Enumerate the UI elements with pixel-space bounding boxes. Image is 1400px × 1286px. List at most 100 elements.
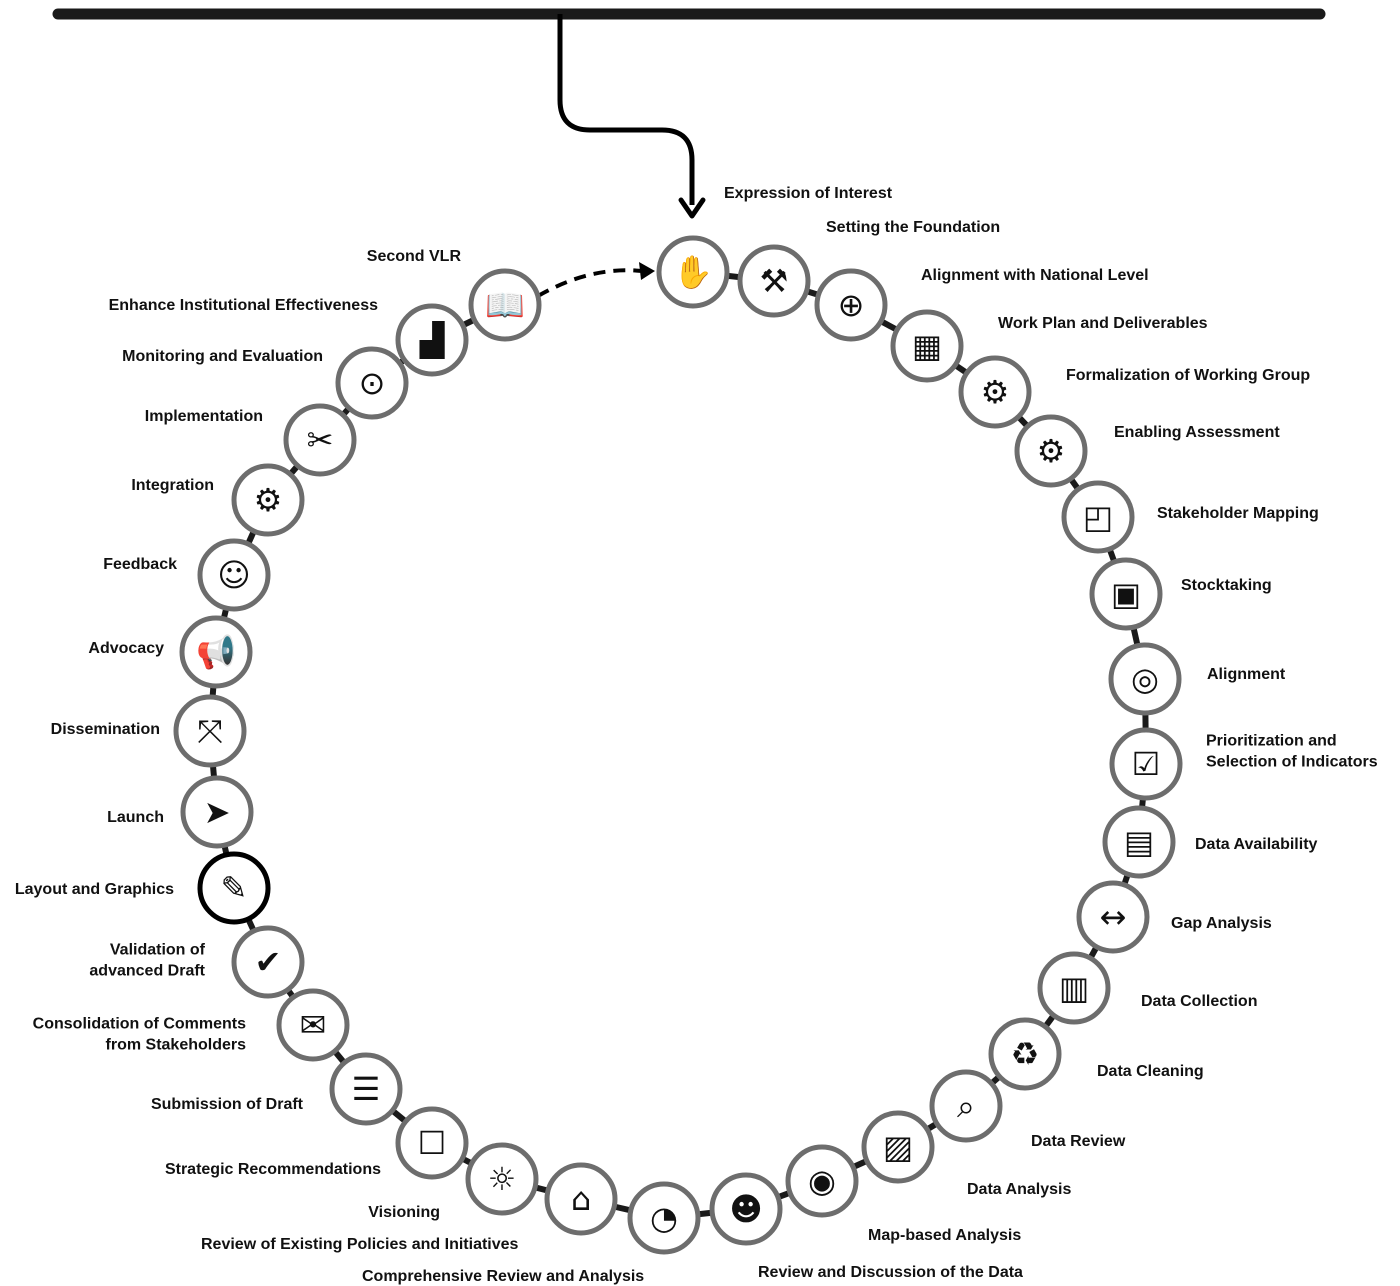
step-label: Work Plan and Deliverables bbox=[998, 315, 1208, 332]
step-ring bbox=[709, 1172, 783, 1246]
step-ring bbox=[1108, 642, 1182, 716]
report-pie-icon: ◔ bbox=[650, 1199, 678, 1237]
step-ring bbox=[814, 268, 888, 342]
step-ring bbox=[173, 694, 247, 768]
step-label: Layout and Graphics bbox=[15, 881, 174, 898]
step-ring bbox=[395, 1106, 469, 1180]
step-label: Consolidation of Comments bbox=[33, 1016, 246, 1033]
chart-broadcast-icon: ⤧ bbox=[197, 712, 223, 750]
check-bubble-icon: ✔ bbox=[255, 943, 282, 981]
step-label: Stocktaking bbox=[1181, 577, 1272, 594]
step-label: Data Analysis bbox=[967, 1181, 1071, 1198]
step-label: Submission of Draft bbox=[151, 1096, 304, 1113]
step-ring bbox=[737, 244, 811, 318]
trowel-bricks-icon: ⚒ bbox=[760, 262, 789, 300]
step-node: ☑ bbox=[1109, 727, 1183, 801]
step-ring bbox=[656, 235, 730, 309]
step-node: ☐ bbox=[395, 1106, 469, 1180]
step-node: ▥ bbox=[1037, 951, 1111, 1025]
step-node: ✂ bbox=[283, 403, 357, 477]
team-gear-icon: ⚙ bbox=[981, 373, 1010, 411]
step-label: Gap Analysis bbox=[1171, 915, 1272, 932]
step-ring bbox=[465, 1142, 539, 1216]
step-node: ◰ bbox=[1061, 480, 1135, 554]
step-label: Alignment bbox=[1207, 666, 1286, 683]
step-ring bbox=[1076, 880, 1150, 954]
step-node: ⚙ bbox=[1014, 414, 1088, 488]
step-node: ◎ bbox=[1108, 642, 1182, 716]
step-ring bbox=[861, 1110, 935, 1184]
arrows-gap-icon: ↔ bbox=[1100, 898, 1127, 936]
eye-sunburst-icon: ☼ bbox=[488, 1160, 517, 1198]
step-ring bbox=[395, 303, 469, 377]
step-node: ⌂ bbox=[544, 1162, 618, 1236]
step-node: ⚙ bbox=[958, 355, 1032, 429]
step-label: Expression of Interest bbox=[724, 185, 893, 202]
hand-box-icon: ☐ bbox=[418, 1124, 447, 1162]
step-label: Second VLR bbox=[367, 248, 462, 265]
monitor-chart-icon: ▨ bbox=[883, 1128, 913, 1166]
step-node: ☻ bbox=[709, 1172, 783, 1246]
step-node: ⌕ bbox=[929, 1069, 1003, 1143]
step-ring bbox=[1089, 557, 1163, 631]
step-node: ✔ bbox=[231, 925, 305, 999]
step-ring bbox=[785, 1144, 859, 1218]
step-label: Data Collection bbox=[1141, 993, 1257, 1010]
step-label: Feedback bbox=[103, 556, 177, 573]
step-label: Strategic Recommendations bbox=[165, 1161, 381, 1178]
step-ring bbox=[276, 988, 350, 1062]
step-label: Monitoring and Evaluation bbox=[122, 348, 323, 365]
step-label: Visioning bbox=[368, 1204, 440, 1221]
government-building-icon: ⌂ bbox=[571, 1180, 591, 1218]
step-ring bbox=[544, 1162, 618, 1236]
step-ring bbox=[1014, 414, 1088, 488]
step-label: Enabling Assessment bbox=[1114, 424, 1280, 441]
step-node: ▣ bbox=[1089, 557, 1163, 631]
feedback-faces-icon: ☺ bbox=[217, 556, 250, 594]
step-ring bbox=[958, 355, 1032, 429]
paper-plane-icon: ➤ bbox=[204, 793, 231, 831]
step-node: ▟ bbox=[395, 303, 469, 377]
step-ring bbox=[1109, 727, 1183, 801]
step-label: Prioritization and bbox=[1206, 733, 1337, 750]
trash-broom-icon: ♻ bbox=[1011, 1035, 1040, 1073]
step-ring bbox=[1102, 805, 1176, 879]
step-label: Data Review bbox=[1031, 1133, 1126, 1150]
step-label: Alignment with National Level bbox=[921, 267, 1149, 284]
open-book-icon: 📖 bbox=[485, 286, 525, 324]
step-label: Setting the Foundation bbox=[826, 219, 1000, 236]
spreadsheet-icon: ▤ bbox=[1124, 823, 1154, 861]
map-route-icon: ◰ bbox=[1083, 498, 1113, 536]
step-ring bbox=[988, 1017, 1062, 1091]
calendar-icon: ▦ bbox=[912, 327, 942, 365]
step-node: ▦ bbox=[890, 309, 964, 383]
step-label: Review and Discussion of the Data bbox=[758, 1264, 1023, 1281]
step-node: ⤧ bbox=[173, 694, 247, 768]
entry-arrowhead bbox=[678, 197, 706, 219]
step-label: Data Availability bbox=[1195, 836, 1318, 853]
step-label: Validation of bbox=[110, 942, 206, 959]
step-node: ☼ bbox=[465, 1142, 539, 1216]
step-node: ▤ bbox=[1102, 805, 1176, 879]
magnifier-eye-icon: ⊙ bbox=[359, 364, 386, 402]
step-ring bbox=[197, 851, 271, 925]
design-tools-icon: ✎ bbox=[221, 869, 248, 907]
step-ring bbox=[179, 615, 253, 689]
staircase-people-icon: ▟ bbox=[419, 321, 445, 359]
gears-icon: ⚙ bbox=[254, 481, 283, 519]
step-node: ➤ bbox=[180, 775, 254, 849]
step-node: ↔ bbox=[1076, 880, 1150, 954]
step-ring bbox=[283, 403, 357, 477]
step-node: ☺ bbox=[197, 538, 271, 612]
comment-bubble-icon: ✉ bbox=[300, 1006, 327, 1044]
step-ring bbox=[1037, 951, 1111, 1025]
magnifier-document-icon: ⌕ bbox=[957, 1087, 975, 1125]
step-label: Launch bbox=[107, 809, 164, 826]
step-node: ▨ bbox=[861, 1110, 935, 1184]
documents-tray-icon: ▥ bbox=[1059, 969, 1089, 1007]
boxes-inventory-icon: ▣ bbox=[1111, 575, 1141, 613]
target-sliders-icon: ◎ bbox=[1131, 660, 1159, 698]
step-node: ✋ bbox=[656, 235, 730, 309]
